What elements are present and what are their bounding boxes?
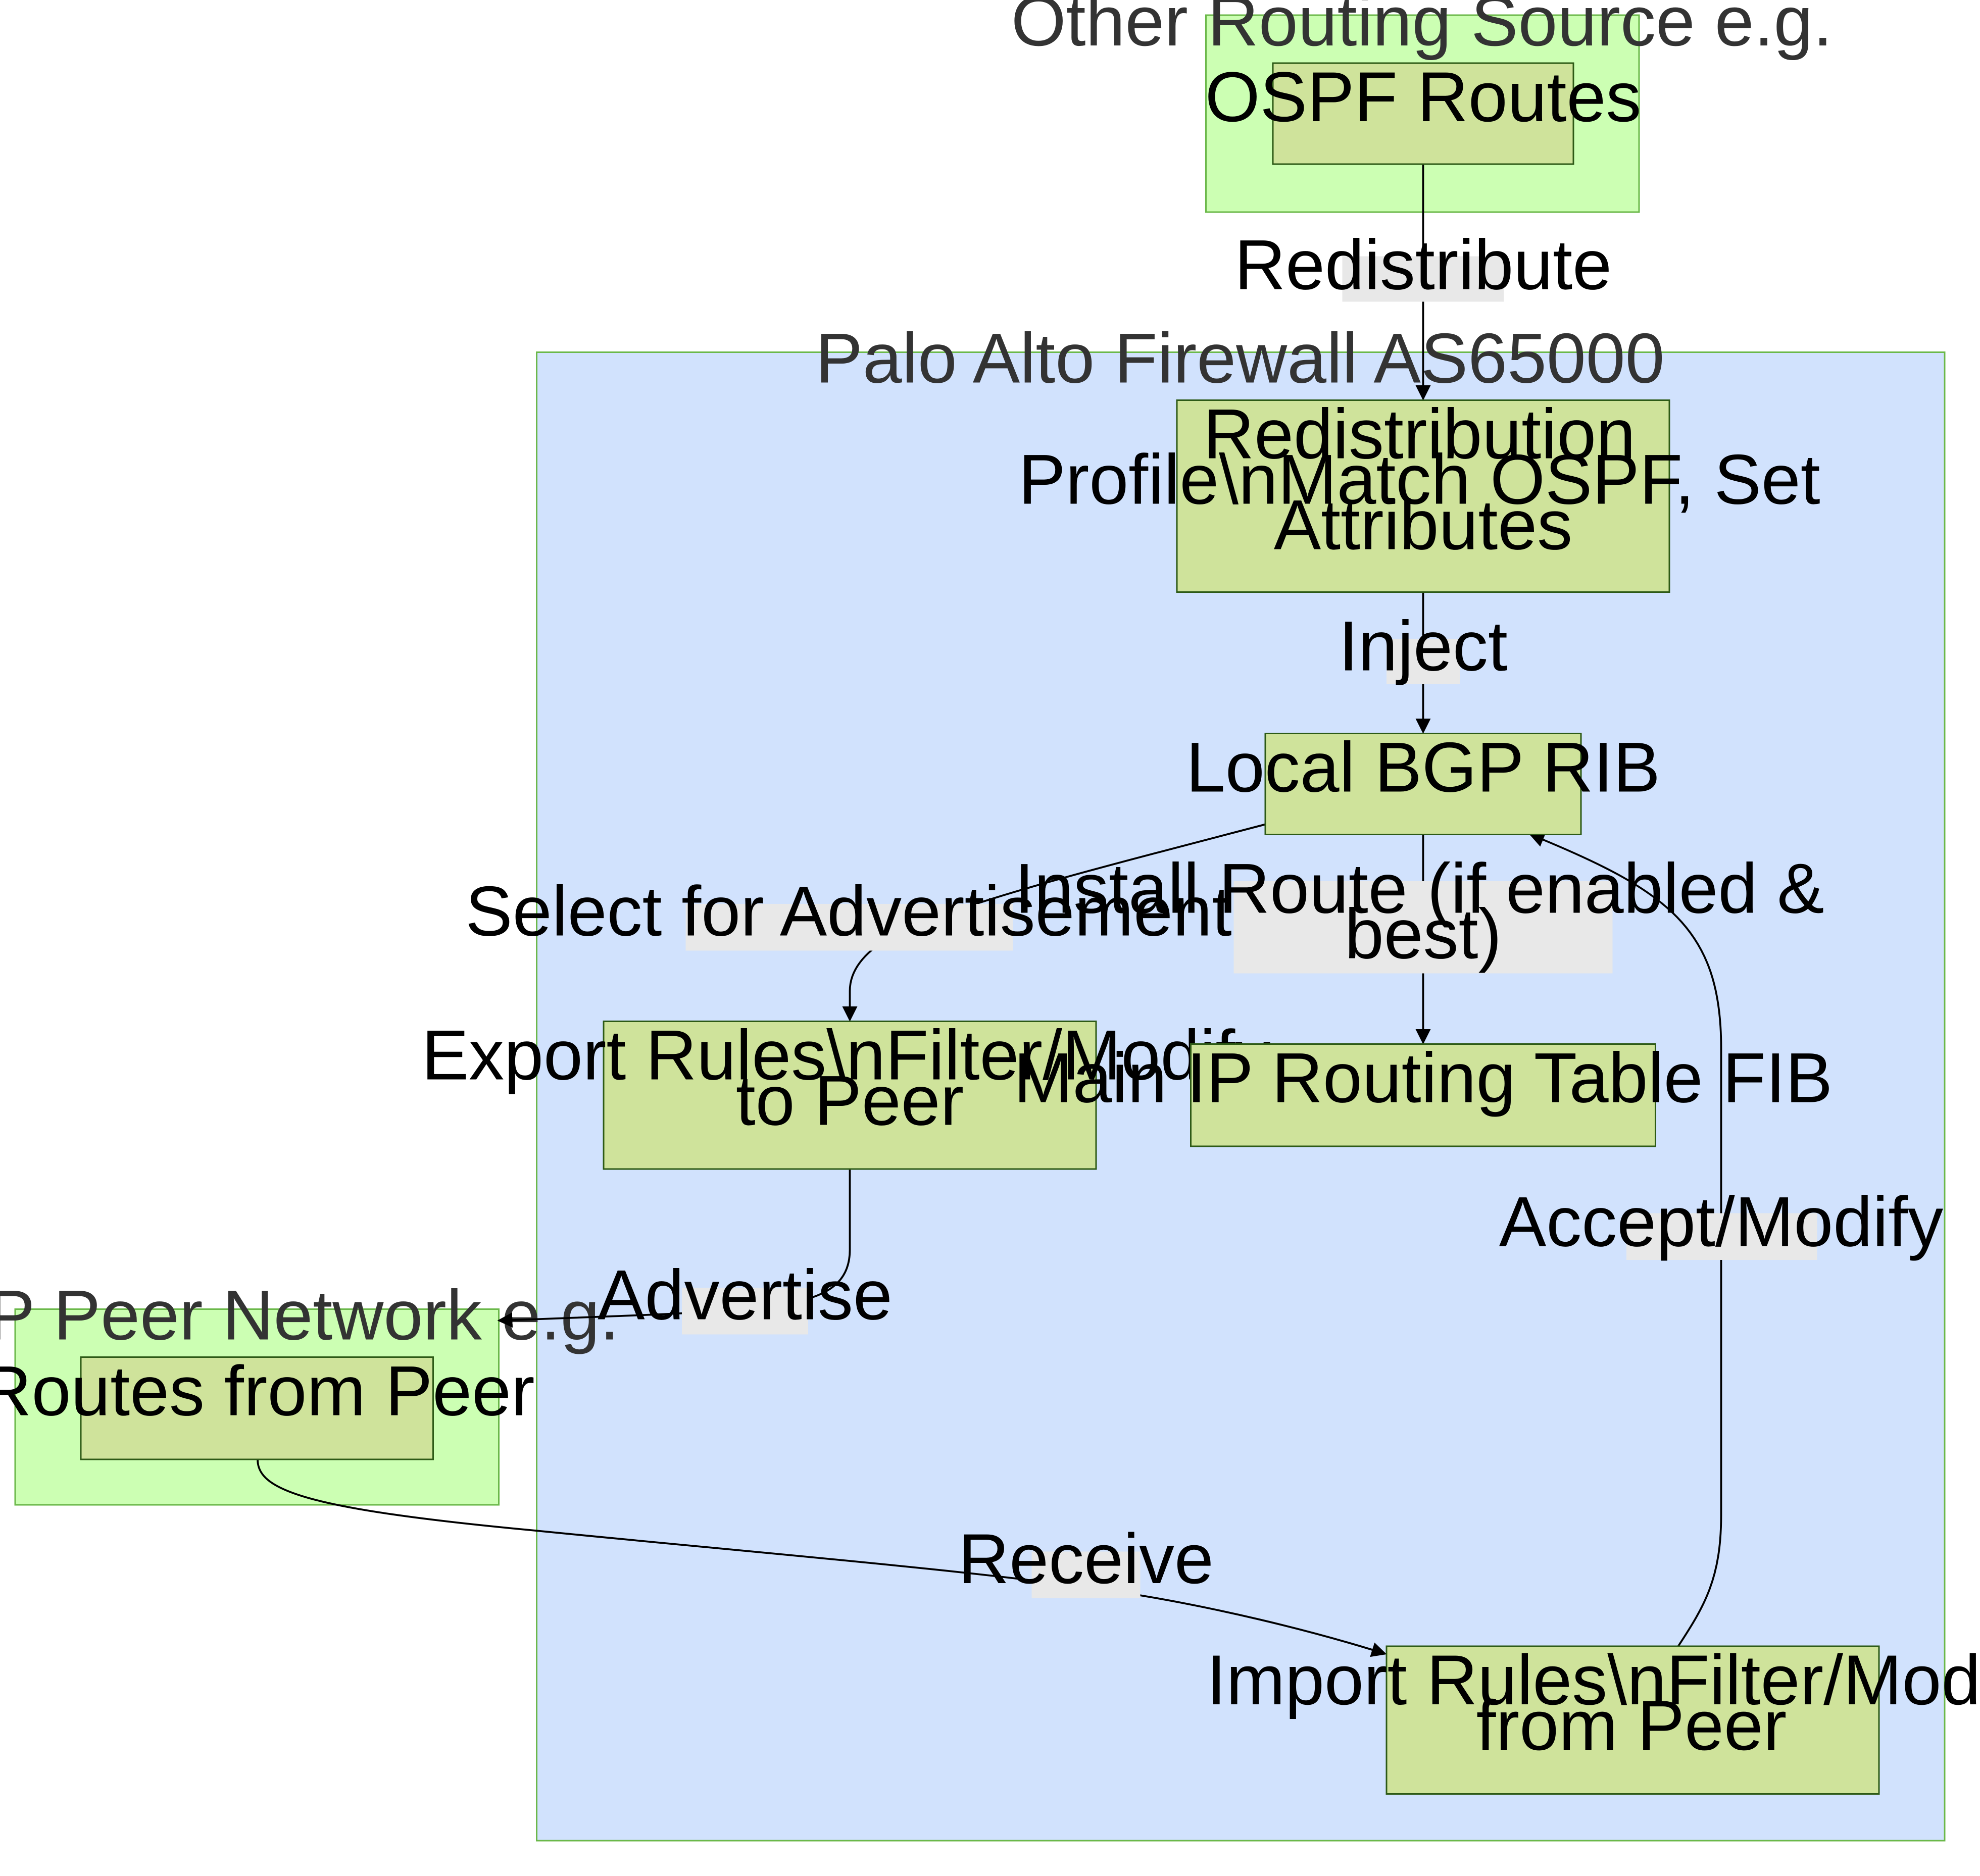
edge-receive bbox=[257, 1459, 1387, 1657]
edge-label-accept-modify-text: Accept/Modify bbox=[1499, 1182, 1943, 1261]
edge-label-select-for-advertisement-text: Select for Advertisement bbox=[465, 872, 1231, 951]
node-export-rules[interactable]: Export Rules\nFilter/Modify to Peer bbox=[422, 1016, 1271, 1170]
edge-label-redistribute-text: Redistribute bbox=[1234, 225, 1612, 305]
edge-label-install-route-line-2: best) bbox=[1345, 894, 1502, 974]
edge-accept-modify bbox=[1529, 832, 1722, 1647]
edge-label-inject-text: Inject bbox=[1339, 606, 1508, 686]
edge-label-advertise-text: Advertise bbox=[598, 1255, 893, 1335]
cluster-bgp-peer-title: BGP Peer Network e.g. bbox=[0, 1276, 619, 1355]
node-export-rules-line-1: Export Rules\nFilter/Modify bbox=[422, 1016, 1271, 1095]
edge-label-receive: Receive bbox=[958, 1519, 1214, 1598]
edge-label-redistribute: Redistribute bbox=[1234, 225, 1612, 305]
edge-label-select-for-advertisement: Select for Advertisement bbox=[465, 872, 1232, 951]
cluster-firewall-title: Palo Alto Firewall AS65000 bbox=[815, 319, 1664, 398]
node-local-bgp-rib-label: Local BGP RIB bbox=[1186, 728, 1660, 807]
edge-label-advertise: Advertise bbox=[598, 1255, 893, 1335]
node-ospf-routes-label: OSPF Routes bbox=[1205, 57, 1642, 136]
node-ospf-routes[interactable]: OSPF Routes bbox=[1205, 57, 1642, 165]
edge-label-receive-text: Receive bbox=[958, 1519, 1214, 1598]
node-import-rules[interactable]: Import Rules\nFilter/Modify from Peer bbox=[1207, 1640, 1980, 1795]
node-routes-from-peer[interactable]: Routes from Peer bbox=[0, 1351, 535, 1460]
cluster-other-routing-title: Other Routing Source e.g. bbox=[1011, 0, 1833, 61]
node-main-ip-routing-table[interactable]: Main IP Routing Table FIB bbox=[1014, 1038, 1833, 1147]
node-import-rules-line-2: from Peer bbox=[1476, 1686, 1787, 1765]
edge-label-install-route-line-1: Install Route (if enabled & bbox=[1014, 849, 1824, 928]
node-import-rules-line-1: Import Rules\nFilter/Modify bbox=[1207, 1640, 1980, 1719]
edge-label-accept-modify: Accept/Modify bbox=[1499, 1182, 1943, 1261]
edge-label-inject: Inject bbox=[1339, 606, 1508, 686]
node-export-rules-line-2: to Peer bbox=[736, 1061, 964, 1140]
node-redistribution-line-3: Attributes bbox=[1274, 485, 1572, 565]
node-redistribution-line-1: Redistribution bbox=[1203, 394, 1636, 474]
node-redistribution-line-2: Profile\nMatch OSPF, Set bbox=[1018, 440, 1820, 519]
node-local-bgp-rib[interactable]: Local BGP RIB bbox=[1186, 728, 1660, 835]
node-redistribution-profile[interactable]: Redistribution Profile\nMatch OSPF, Set … bbox=[1018, 394, 1820, 593]
node-main-ip-routing-table-label: Main IP Routing Table FIB bbox=[1014, 1038, 1833, 1118]
edge-label-install-route: Install Route (if enabled & best) bbox=[1014, 849, 1824, 974]
node-routes-from-peer-label: Routes from Peer bbox=[0, 1351, 535, 1431]
